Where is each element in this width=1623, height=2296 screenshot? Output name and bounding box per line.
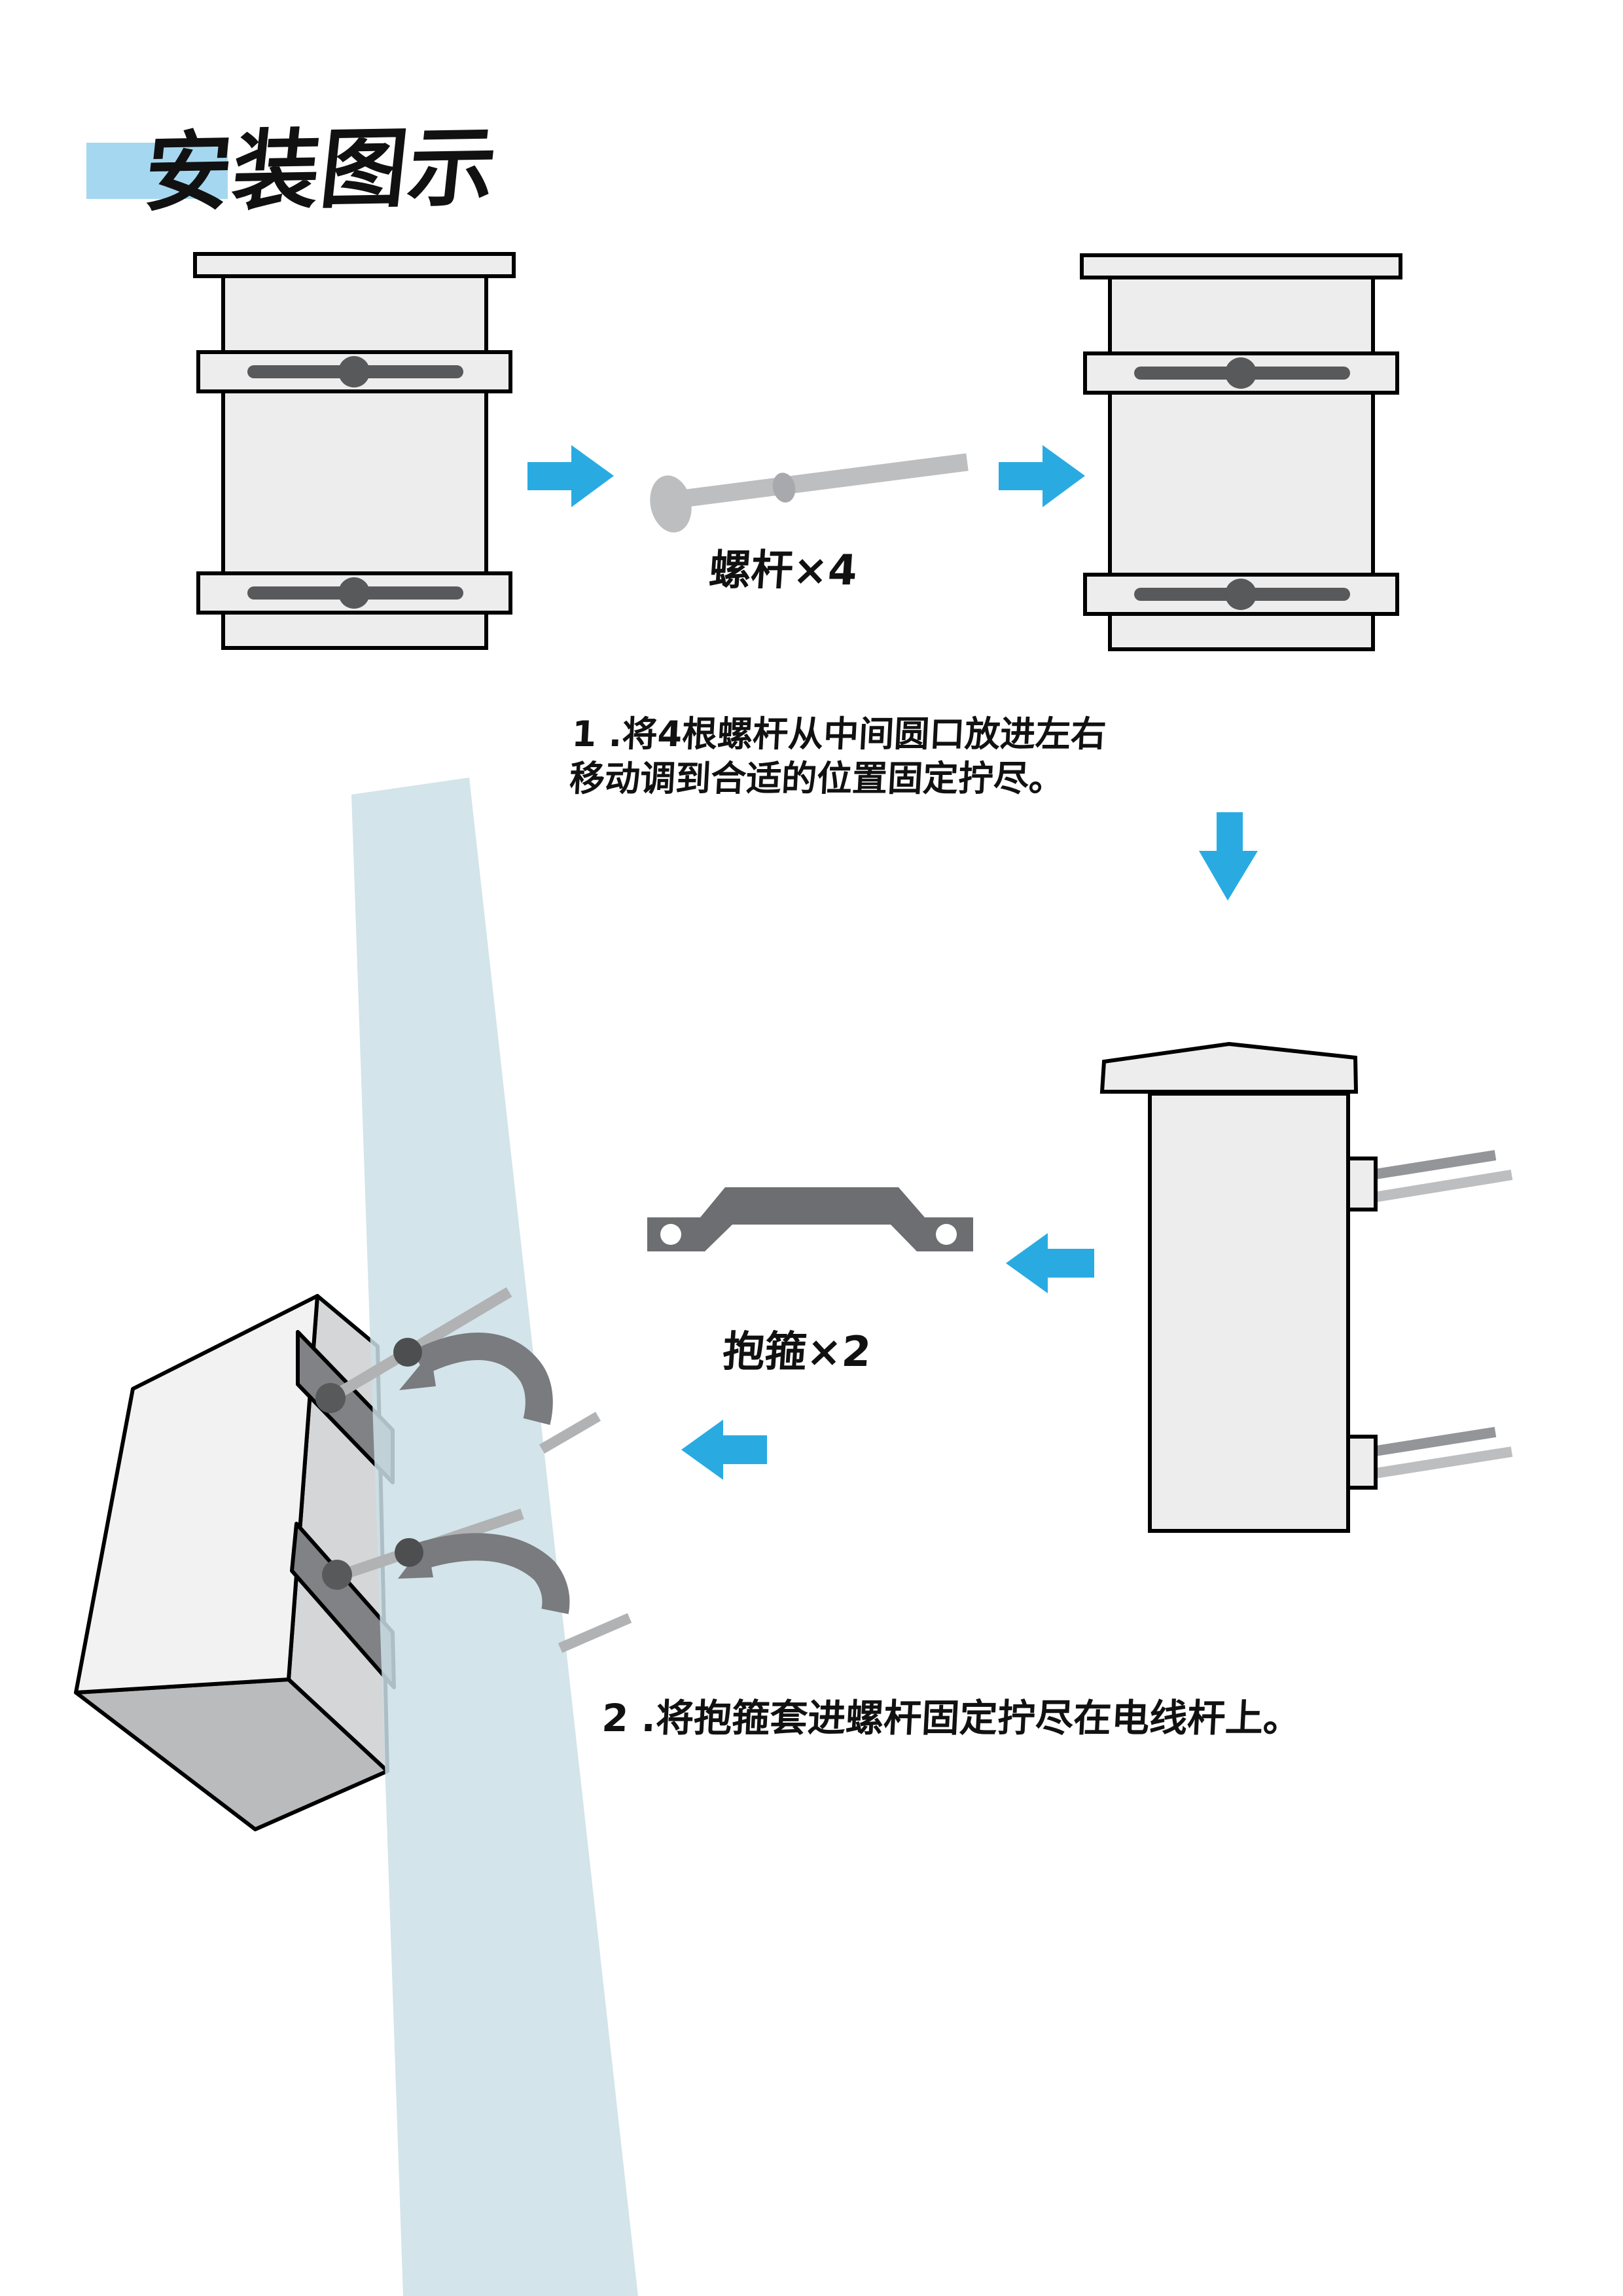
- mounted-box: [74, 1294, 396, 1831]
- screw-head-on-strip: [315, 1383, 346, 1413]
- step1-line1: 1 .将4根螺杆从中间圆口放进左右: [571, 713, 1107, 755]
- screw-head-at-strap: [393, 1338, 422, 1367]
- box-front-face: [74, 1294, 319, 1695]
- clamp-hole-left: [660, 1224, 681, 1245]
- screw-part-label: 螺杆×4: [707, 547, 859, 595]
- clamp-bracket: [647, 1187, 973, 1251]
- device-front-view-left: [195, 254, 514, 648]
- device-side-view: [1099, 1041, 1513, 1533]
- clamp-part-label: 抱箍×2: [721, 1328, 873, 1376]
- side-cap: [1099, 1041, 1359, 1094]
- screw-rod-illustration: [650, 453, 969, 533]
- arrow-right-1-icon: [527, 445, 614, 507]
- screw-head-on-strip: [322, 1560, 352, 1590]
- arrow-down-icon: [1199, 812, 1258, 901]
- arrow-right-2-icon: [999, 445, 1085, 507]
- step1-instruction: 1 .将4根螺杆从中间圆口放进左右 移动调到合适的位置固定拧尽。: [568, 712, 1107, 801]
- side-screw-dark-top: [1370, 1150, 1497, 1180]
- far-screw-tip: [539, 1412, 601, 1454]
- side-screw-block-bottom: [1346, 1435, 1378, 1490]
- side-screw-light-bottom: [1370, 1446, 1513, 1479]
- side-screw-light-top: [1370, 1170, 1513, 1203]
- screw-head: [650, 475, 692, 533]
- title-highlight-bar: [86, 143, 228, 199]
- screw-shaft: [681, 453, 969, 508]
- clamp-part-illustration: [647, 1187, 973, 1251]
- clamp-strap-band: [411, 1533, 570, 1615]
- clamp-strap-band: [412, 1333, 553, 1426]
- pole-clamp-assembly-top: [315, 1287, 601, 1454]
- step1-line2: 移动调到合适的位置固定拧尽。: [568, 758, 1065, 799]
- clamp-hole-right: [936, 1224, 957, 1245]
- screw-head-at-strap: [395, 1538, 423, 1567]
- clamp-strap-tail: [399, 1352, 436, 1390]
- far-screw-tip: [558, 1613, 632, 1653]
- side-body: [1148, 1092, 1350, 1533]
- page-title: 安装图示: [139, 117, 503, 224]
- arrow-left-1-icon: [1006, 1233, 1094, 1293]
- pole-clamp-assembly-bottom: [322, 1508, 632, 1653]
- side-screw-block-top: [1346, 1157, 1378, 1211]
- step2-instruction: 2 .将抱箍套进螺杆固定拧尽在电线杆上。: [600, 1696, 1303, 1740]
- arrow-left-2-icon: [681, 1420, 767, 1480]
- device-front-view-right: [1082, 255, 1400, 649]
- side-screw-dark-bottom: [1370, 1427, 1497, 1457]
- screw-collar: [772, 473, 796, 503]
